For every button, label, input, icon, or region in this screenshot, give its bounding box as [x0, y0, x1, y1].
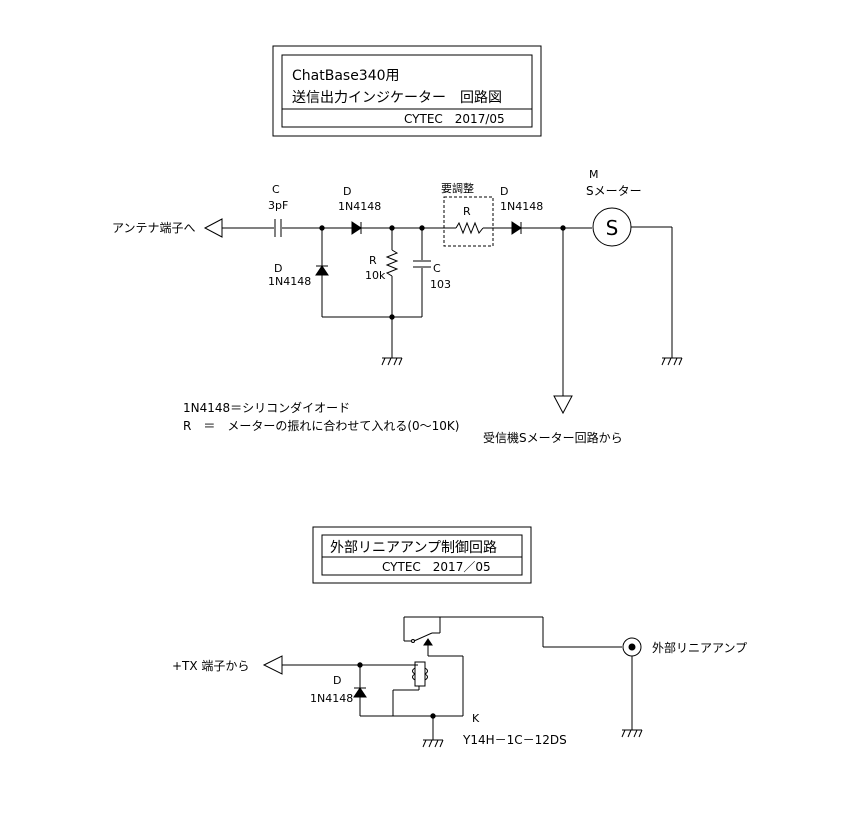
antenna-terminal-icon [203, 218, 223, 238]
d3-value: 1N4148 [500, 200, 543, 213]
relay-ref: K [472, 712, 480, 725]
capacitor-c2-symbol [413, 260, 431, 268]
tx-terminal-icon [262, 655, 283, 675]
antenna-label: アンテナ端子へ [112, 221, 196, 235]
note-diode: 1N4148＝シリコンダイオード [183, 400, 350, 415]
d2-ref: D [343, 185, 351, 198]
receiver-label: 受信機Sメーター回路から [483, 430, 623, 445]
ground-icon [621, 729, 643, 738]
c2-ref: C [433, 262, 441, 275]
c1-value: 3pF [268, 199, 288, 212]
title-line-2: 送信出力インジケーター 回路図 [292, 90, 502, 106]
title-credit-1: CYTEC 2017/05 [404, 112, 505, 126]
d1-value: 1N4148 [268, 275, 311, 288]
c1-ref: C [272, 183, 280, 196]
d-value: 1N4148 [310, 692, 353, 705]
resistor-r1-symbol [385, 249, 399, 277]
relay-contact-symbol [403, 617, 441, 657]
ground-icon [661, 357, 683, 366]
ground-icon [422, 739, 444, 748]
diode-d-symbol [353, 687, 367, 698]
amp-label: 外部リニアアンプ [652, 640, 747, 655]
note-resistor: R ＝ メーターの振れに合わせて入れる(0～10K) [183, 418, 459, 433]
d1-ref: D [274, 262, 282, 275]
ground-icon [381, 357, 403, 366]
diode-d3-symbol [511, 221, 522, 235]
diode-d2-symbol [351, 221, 362, 235]
tx-label: +TX 端子から [172, 659, 249, 673]
adjust-label: 要調整 [441, 181, 474, 195]
title-line-1: ChatBase340用 [292, 68, 400, 84]
meter-ref: M [589, 168, 599, 181]
r1-ref: R [369, 254, 377, 267]
title2-line-1: 外部リニアアンプ制御回路 [330, 540, 497, 556]
diode-d1-symbol [315, 265, 329, 276]
capacitor-c1-symbol [274, 219, 282, 237]
title2-credit: CYTEC 2017／05 [382, 560, 491, 574]
c2-value: 103 [430, 278, 451, 291]
d-ref: D [333, 674, 341, 687]
r2-ref: R [463, 205, 471, 218]
circuit-1: アンテナ端子へ C 3pF D 1N4148 D 1N4148 [112, 168, 683, 445]
d3-ref: D [500, 185, 508, 198]
meter-label: Sメーター [586, 184, 642, 198]
receiver-terminal-icon [553, 395, 573, 415]
r1-value: 10k [365, 269, 386, 282]
relay-coil-symbol [412, 661, 428, 687]
relay-value: Y14H－1C－12DS [462, 733, 567, 747]
title-block-2: 外部リニアアンプ制御回路 CYTEC 2017／05 [312, 526, 532, 584]
title-block-1: ChatBase340用 送信出力インジケーター 回路図 CYTEC 2017/… [272, 45, 542, 137]
d2-value: 1N4148 [338, 200, 381, 213]
adjust-box [443, 196, 494, 247]
resistor-r2-symbol [455, 221, 484, 235]
s-meter-symbol: S [606, 216, 619, 240]
circuit-2: +TX 端子から D 1N4148 [172, 616, 747, 748]
